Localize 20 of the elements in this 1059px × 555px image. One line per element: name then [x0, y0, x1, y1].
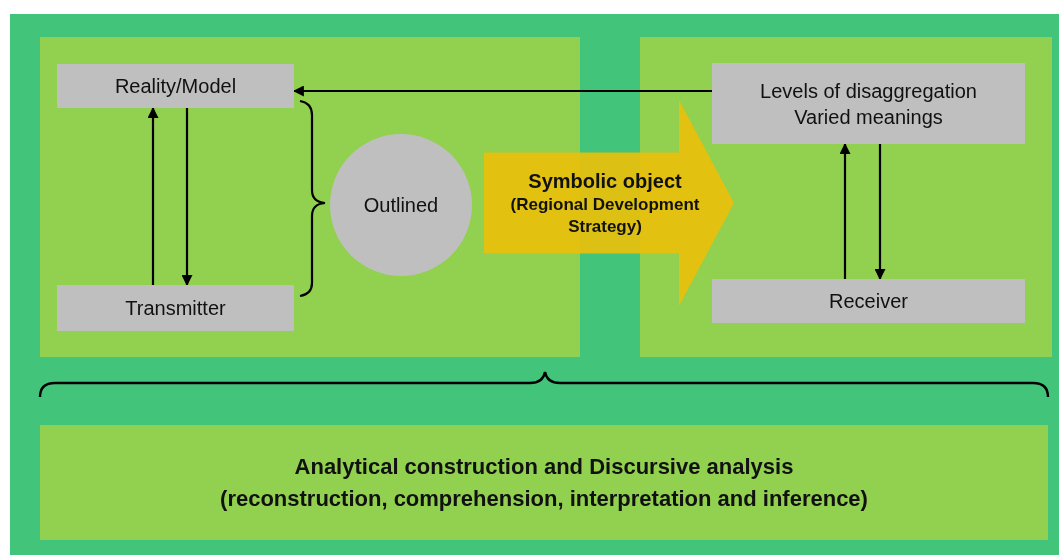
arrow-label: (Regional Development Strategy)	[509, 194, 701, 237]
process-box	[57, 64, 294, 108]
arrow	[874, 144, 886, 281]
process-box	[57, 285, 294, 331]
arrow	[292, 85, 712, 97]
node-label: Levels of disaggregation	[760, 78, 977, 104]
process-box	[712, 63, 1025, 144]
node-label: Transmitter	[125, 296, 226, 321]
summary-text: (reconstruction, comprehension, interpretation and inference)	[220, 485, 868, 512]
arrow-label: Symbolic object	[528, 169, 682, 195]
arrow	[839, 142, 851, 279]
node-label: Reality/Model	[114, 74, 237, 99]
summary-box	[40, 425, 1048, 540]
arrow	[147, 106, 159, 285]
arrow	[181, 108, 193, 287]
node-label: Varied meanings	[794, 104, 943, 130]
node-label: Outlined	[363, 193, 439, 218]
summary-text: Analytical construction and Discursive analysis	[294, 453, 794, 480]
node-label: Receiver	[829, 289, 908, 314]
process-box	[712, 279, 1025, 323]
